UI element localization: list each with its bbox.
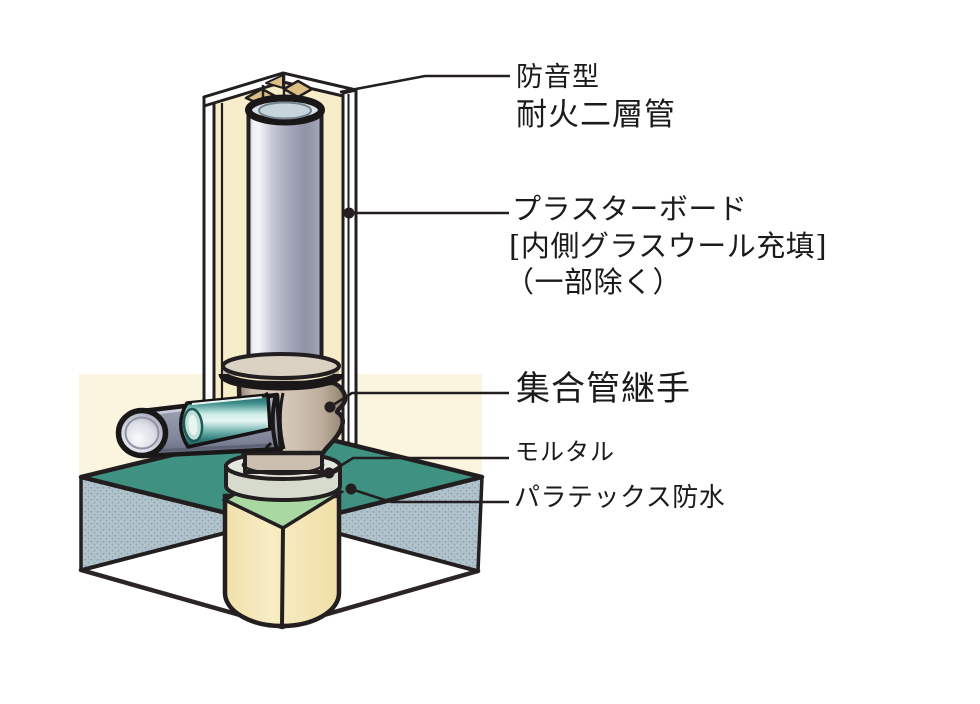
branch-taper-tick-bottom [264, 441, 273, 450]
leader-dot-joint [324, 401, 336, 413]
label-soundproof-line1: 防音型 [516, 62, 600, 93]
label-plasterboard-line1: プラスターボード [512, 192, 747, 226]
branch-pipe-shadow [149, 443, 273, 453]
leader-mortar [328, 456, 509, 475]
label-soundproof-line2: 耐火二層管 [516, 97, 676, 133]
pipe-body [246, 108, 324, 366]
socket-hub-arc-outer [270, 393, 279, 451]
branch-pipe-end-inner-rim [124, 416, 160, 450]
leader-dot-waterproof [345, 483, 357, 495]
joint-flange-top [221, 352, 341, 380]
label-plasterboard-line3: （一部除く） [505, 265, 682, 299]
label-waterproof: パラテックス防水 [514, 483, 725, 513]
cutaway-top-wall-line [191, 396, 265, 405]
branch-taper-tick-top [261, 391, 269, 399]
cutaway-window [179, 393, 272, 449]
label-mortar: モルタル [515, 438, 615, 466]
fireproof-double-pipe [245, 94, 325, 366]
inner-pipe-end-hole [188, 415, 198, 435]
socket-hub-arc-inner [278, 392, 286, 450]
wall-left-edge-strip [202, 92, 216, 454]
leader-lines [323, 74, 510, 504]
joint-fitting [218, 352, 348, 475]
stud-right [282, 79, 314, 99]
pipe-top-inner-ring [258, 101, 312, 120]
leader-soundproof [339, 74, 510, 94]
labels: 防音型 耐火二層管 プラスターボード [内側グラスウール充填] （一部除く） 集… [505, 62, 827, 513]
branch-pipe [115, 391, 284, 459]
leader-joint [329, 391, 509, 409]
label-plasterboard-line2: [内側グラスウール充填] [509, 229, 827, 263]
joint-seal-band [218, 372, 344, 391]
slab-front-corner-edge [280, 527, 285, 627]
inner-pipe-end [182, 407, 204, 443]
mortar-hole-front-rim [241, 463, 325, 475]
label-joint: 集合管継手 [516, 369, 691, 409]
leader-dot-mortar [323, 467, 335, 479]
leader-dot-plasterboard [343, 207, 355, 219]
leader-waterproof [350, 487, 509, 504]
